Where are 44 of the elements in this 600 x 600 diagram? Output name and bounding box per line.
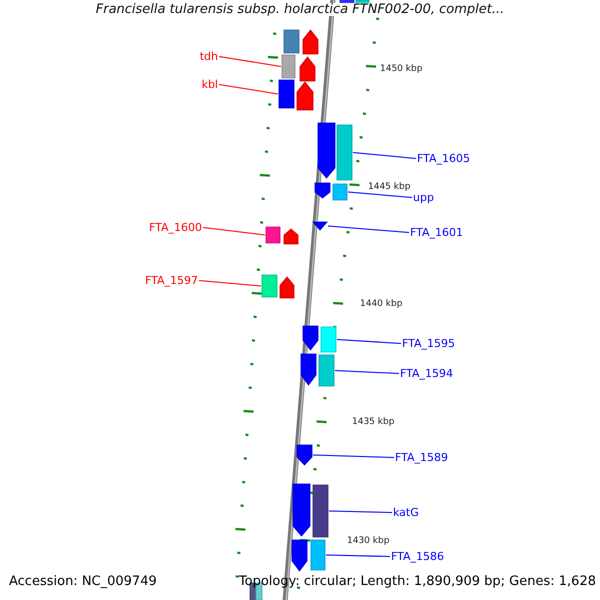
gene-label: FTA_1595 xyxy=(402,337,456,350)
gene-feature xyxy=(337,125,352,180)
leader-line xyxy=(336,339,402,344)
gene-label: FTA_1597 xyxy=(144,274,198,287)
gene-feature xyxy=(282,55,295,78)
gene-label: katG xyxy=(393,506,419,519)
gene-label: kbl xyxy=(202,78,218,91)
gene-label: tdh xyxy=(200,50,218,63)
gene-label: upp xyxy=(413,191,434,204)
gene-label: FTA_1594 xyxy=(400,367,454,380)
gene-feature xyxy=(266,227,280,243)
gene-feature xyxy=(311,540,325,570)
gene-feature xyxy=(262,275,277,297)
gene-label: FTA_1589 xyxy=(395,451,448,464)
leader-line xyxy=(202,227,266,236)
accession-text: Accession: NC_009749 xyxy=(9,575,157,588)
gene-label: FTA_1600 xyxy=(148,221,202,234)
gene-label: FTA_1605 xyxy=(417,152,470,165)
gene-feature xyxy=(279,80,294,108)
scale-label: 1435 kbp xyxy=(352,416,394,429)
gene-feature xyxy=(333,184,347,200)
scale-label: 1440 kbp xyxy=(360,298,402,311)
gene-marker xyxy=(313,222,327,230)
leader-line xyxy=(352,152,416,159)
leader-line xyxy=(328,510,392,513)
map-title: Francisella tularensis subsp. holarctica FTNF002-00, complet... xyxy=(96,3,504,16)
scale-label: 1445 kbp xyxy=(368,181,410,194)
scale-label: 1450 kbp xyxy=(380,63,422,76)
leader-line xyxy=(218,56,282,67)
leader-line xyxy=(312,454,394,458)
leader-line xyxy=(218,84,278,94)
leader-line xyxy=(326,554,390,557)
gene-feature xyxy=(321,327,336,352)
leader-line xyxy=(328,226,410,233)
gene-label: FTA_1601 xyxy=(410,226,464,239)
scale-label: 1430 kbp xyxy=(347,535,390,548)
leader-line xyxy=(198,280,262,286)
leader-line xyxy=(348,192,412,198)
gene-label: FTA_1586 xyxy=(391,550,444,563)
gene-feature xyxy=(297,445,312,465)
leader-line xyxy=(334,370,400,374)
gene-feature xyxy=(313,485,328,537)
genome-summary-text: Topology: circular; Length: 1,890,909 bp; Genes: 1,628 xyxy=(238,575,596,588)
gene-feature xyxy=(319,355,334,386)
